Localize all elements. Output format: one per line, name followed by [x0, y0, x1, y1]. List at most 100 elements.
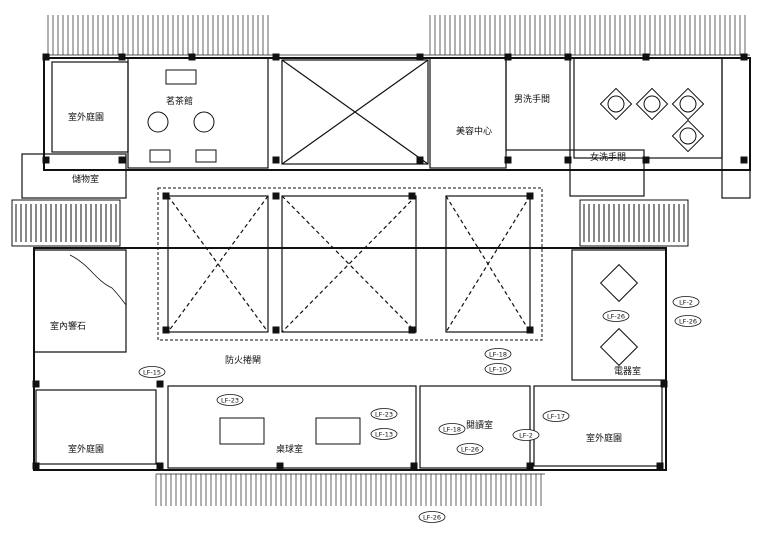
lighting-tag-label: LF-18: [443, 425, 461, 433]
column: [642, 156, 650, 164]
column: [188, 53, 196, 61]
billiards-room: [167, 385, 417, 469]
lighting-tag-label: LF-15: [143, 368, 161, 376]
lighting-tag-label: LF-26: [461, 445, 479, 453]
atrium-west: [167, 195, 269, 333]
column: [162, 192, 170, 200]
columns: [32, 53, 748, 470]
lighting-tag: LF-10: [484, 363, 512, 375]
lighting-tag-label: LF-17: [547, 412, 565, 420]
cafe-tables: [599, 87, 705, 153]
lighting-tag: LF-2: [672, 296, 700, 308]
lighting-tag: LF-2: [512, 429, 540, 441]
top-deck: [45, 15, 750, 56]
lighting-tag: LF-15: [138, 366, 166, 378]
column: [740, 53, 748, 61]
label-tea-house: 茗茶館: [166, 95, 193, 107]
column: [416, 156, 424, 164]
lighting-tag-label: LF-26: [423, 513, 441, 521]
lighting-tag-label: LF-18: [489, 350, 507, 358]
room-labels: 茗茶館 室外庭園 儲物室 室內響石 防火捲閘 美容中心 男洗手間 女洗手間 電器…: [50, 93, 641, 455]
column: [416, 53, 424, 61]
cafe-planter: [721, 57, 751, 199]
column: [32, 380, 40, 388]
lighting-tag-label: LF-2: [679, 298, 693, 306]
lighting-tag: LF-13: [370, 428, 398, 440]
column: [162, 326, 170, 334]
rockery-room: [33, 249, 127, 353]
lighting-tag: LF-23: [216, 394, 244, 406]
lighting-tag: LF-26: [418, 511, 446, 523]
label-garden-nw: 室外庭園: [68, 111, 104, 123]
column: [276, 462, 284, 470]
column: [272, 192, 280, 200]
lighting-tag: LF-26: [456, 443, 484, 455]
label-billiards: 桌球室: [276, 443, 303, 455]
column: [272, 156, 280, 164]
column: [564, 156, 572, 164]
garden-sw-room: [35, 389, 157, 465]
mens-washroom-room: [505, 57, 571, 151]
column: [740, 156, 748, 164]
storage-room: [21, 153, 127, 199]
lighting-tag-label: LF-10: [489, 365, 507, 373]
lighting-tag: LF-26: [674, 315, 702, 327]
tea-tables: [147, 69, 217, 163]
stair-west: [11, 199, 121, 247]
column: [42, 53, 50, 61]
label-garden-sw: 室外庭園: [68, 443, 104, 455]
atrium-center: [281, 195, 417, 333]
column: [118, 53, 126, 61]
beauty-center-room: [429, 57, 507, 169]
tea-house-room: [127, 57, 269, 169]
courtyard-se: [533, 385, 663, 467]
atrium-east: [445, 195, 531, 333]
column: [156, 462, 164, 470]
column: [642, 53, 650, 61]
label-tv: 電器室: [614, 365, 641, 377]
column: [32, 462, 40, 470]
label-beauty: 美容中心: [456, 125, 492, 137]
rockery-stream: [69, 254, 127, 306]
column: [272, 326, 280, 334]
label-mens: 男洗手間: [514, 93, 550, 105]
lighting-tag-label: LF-2: [519, 431, 533, 439]
column: [410, 462, 418, 470]
lighting-tag: LF-18: [438, 423, 466, 435]
lighting-tag: LF-26: [602, 310, 630, 322]
garden-nw-room: [51, 61, 129, 153]
label-storage: 儲物室: [72, 173, 99, 185]
label-rockery: 室內響石: [50, 320, 86, 332]
column: [564, 53, 572, 61]
lighting-tag: LF-23: [370, 408, 398, 420]
lighting-tag-label: LF-13: [375, 430, 393, 438]
column: [504, 156, 512, 164]
womens-washroom-room: [569, 149, 645, 197]
lighting-tag: LF-18: [484, 348, 512, 360]
fire-shutter-zone: [157, 187, 543, 341]
column: [118, 156, 126, 164]
atrium-top: [281, 59, 429, 165]
column: [660, 380, 668, 388]
lighting-tags: LF-2LF-26LF-26LF-15LF-23LF-18LF-10LF-17L…: [138, 296, 702, 523]
outer-walls: [33, 57, 751, 471]
lighting-tag-label: LF-23: [221, 396, 239, 404]
billiard-tables: [219, 417, 361, 445]
bottom-deck: [155, 473, 545, 506]
lighting-tag-label: LF-23: [375, 410, 393, 418]
column: [504, 53, 512, 61]
lighting-tag-label: LF-26: [607, 312, 625, 320]
column: [156, 380, 164, 388]
tv-room: [571, 249, 667, 381]
reading-room: [419, 385, 531, 469]
label-reading: 閱讀室: [466, 419, 493, 431]
label-fire-gate: 防火捲閘: [225, 354, 261, 366]
stair-east: [579, 199, 689, 247]
label-womens: 女洗手間: [590, 151, 626, 163]
column: [42, 156, 50, 164]
lighting-tag-label: LF-26: [679, 317, 697, 325]
column: [408, 326, 416, 334]
column: [272, 53, 280, 61]
lighting-tag: LF-17: [542, 410, 570, 422]
